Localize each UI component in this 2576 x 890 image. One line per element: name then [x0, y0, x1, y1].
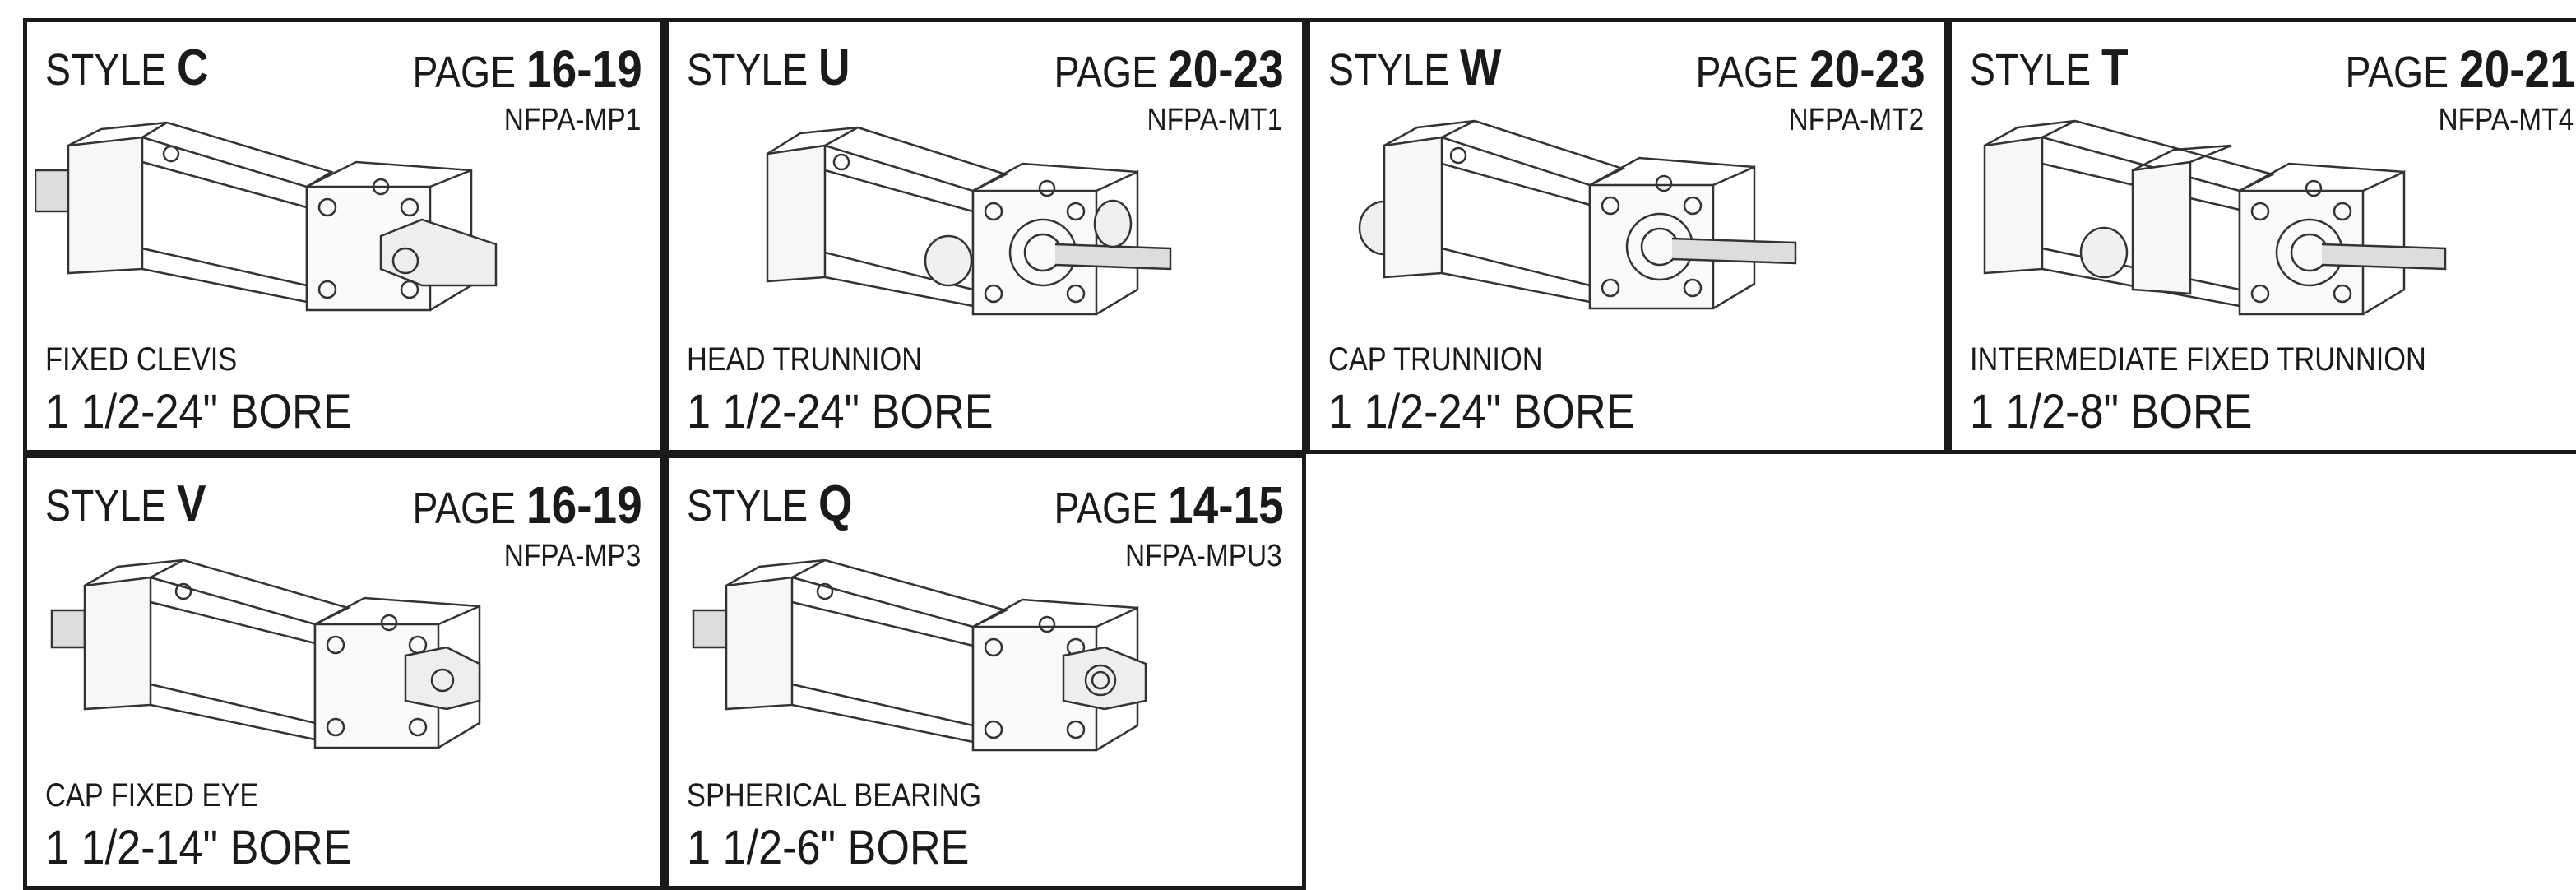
mount-type: HEAD TRUNNION	[687, 341, 923, 378]
nfpa-code: NFPA-MT1	[1147, 103, 1282, 137]
style-label: STYLE U	[687, 39, 850, 97]
cylinder-head-trunnion-icon	[677, 113, 1302, 351]
style-code: V	[177, 475, 206, 532]
bore-range: 1 1/2-6" BORE	[687, 821, 970, 874]
nfpa-code: NFPA-MP3	[503, 539, 641, 573]
style-code: Q	[818, 475, 853, 532]
mount-card-style-c: STYLE C PAGE 16-19 NFPA-MP1	[23, 18, 665, 454]
mount-card-style-q: STYLE Q PAGE 14-15 NFPA-MPU3	[665, 454, 1306, 890]
mount-card-style-t: STYLE T PAGE 20-21 NFPA-MT4	[1948, 18, 2576, 454]
page-word: PAGE	[2345, 48, 2449, 97]
mount-card-style-w: STYLE W PAGE 20-23 NFPA-MT2	[1306, 18, 1948, 454]
style-label: STYLE V	[45, 475, 206, 533]
cylinder-intermediate-trunnion-icon	[1960, 113, 2576, 351]
nfpa-code: NFPA-MT2	[1788, 103, 1924, 137]
style-word: STYLE	[1970, 45, 2092, 95]
page-label: PAGE 20-23	[1054, 39, 1284, 100]
nfpa-code: NFPA-MT4	[2438, 103, 2574, 137]
page-word: PAGE	[1054, 484, 1158, 533]
style-code: T	[2101, 39, 2129, 96]
bore-range: 1 1/2-24" BORE	[687, 385, 994, 438]
page-range: 20-23	[1809, 39, 1925, 99]
style-code: U	[818, 39, 850, 96]
style-code: W	[1460, 39, 1502, 96]
page-word: PAGE	[412, 484, 517, 533]
style-label: STYLE W	[1328, 39, 1501, 97]
bore-range: 1 1/2-14" BORE	[45, 821, 352, 874]
style-word: STYLE	[687, 45, 808, 95]
mount-type: INTERMEDIATE FIXED TRUNNION	[1970, 341, 2426, 378]
nfpa-code: NFPA-MP1	[503, 103, 641, 137]
page-label: PAGE 14-15	[1054, 475, 1284, 535]
bore-range: 1 1/2-24" BORE	[1328, 385, 1635, 438]
style-code: C	[177, 39, 209, 96]
style-word: STYLE	[45, 481, 167, 531]
style-label: STYLE C	[45, 39, 209, 97]
page-label: PAGE 20-23	[1696, 39, 1925, 100]
page-label: PAGE 16-19	[413, 475, 642, 535]
page-word: PAGE	[412, 48, 517, 97]
mount-type: CAP TRUNNION	[1328, 341, 1543, 378]
mount-card-style-u: STYLE U PAGE 20-23 NFPA-MT1	[665, 18, 1306, 454]
mount-type: SPHERICAL BEARING	[687, 777, 982, 814]
page-label: PAGE 20-21	[2346, 39, 2575, 100]
style-word: STYLE	[1328, 45, 1450, 95]
page-range: 20-21	[2459, 39, 2575, 99]
bore-range: 1 1/2-8" BORE	[1970, 385, 2253, 438]
mount-type: CAP FIXED EYE	[45, 777, 259, 814]
style-label: STYLE Q	[687, 475, 853, 533]
page-range: 14-15	[1168, 475, 1284, 535]
page-word: PAGE	[1695, 48, 1800, 97]
page-range: 16-19	[526, 39, 642, 99]
cylinder-fixed-eye-icon	[35, 549, 660, 787]
cylinder-clevis-icon	[34, 113, 660, 351]
page-label: PAGE 16-19	[413, 39, 642, 100]
style-word: STYLE	[45, 45, 167, 95]
style-word: STYLE	[687, 481, 808, 531]
page-range: 16-19	[526, 475, 642, 535]
page-range: 20-23	[1168, 39, 1284, 99]
cylinder-cap-trunnion-icon	[1318, 113, 1944, 351]
mount-card-style-v: STYLE V PAGE 16-19 NFPA-MP3	[23, 454, 665, 890]
page-word: PAGE	[1054, 48, 1158, 97]
mount-type: FIXED CLEVIS	[45, 341, 238, 378]
nfpa-code: NFPA-MPU3	[1125, 539, 1282, 573]
bore-range: 1 1/2-24" BORE	[45, 385, 352, 438]
style-label: STYLE T	[1970, 39, 2129, 97]
cylinder-spherical-bearing-icon	[677, 549, 1302, 787]
